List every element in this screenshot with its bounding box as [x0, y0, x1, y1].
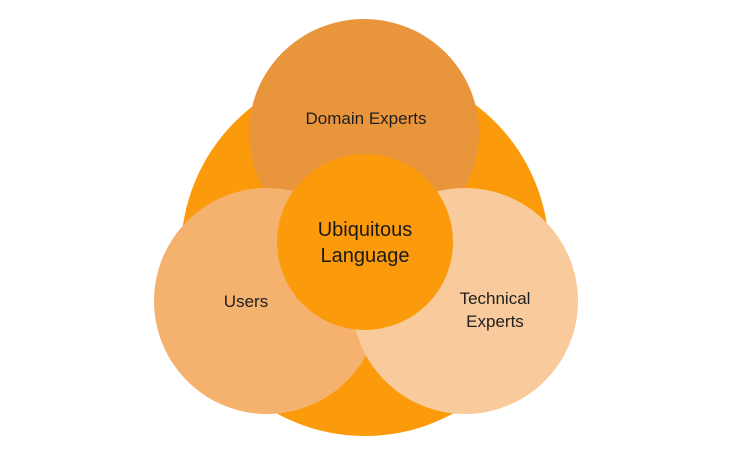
- ubiquitous-label-line1: Ubiquitous: [318, 219, 413, 241]
- technical-experts-label-line2: Experts: [466, 312, 524, 331]
- ubiquitous-label-line2: Language: [321, 245, 410, 267]
- ubiquitous-language-circle: [277, 154, 453, 330]
- domain-experts-label: Domain Experts: [306, 109, 427, 128]
- users-label: Users: [224, 292, 268, 311]
- technical-experts-label-line1: Technical: [460, 289, 531, 308]
